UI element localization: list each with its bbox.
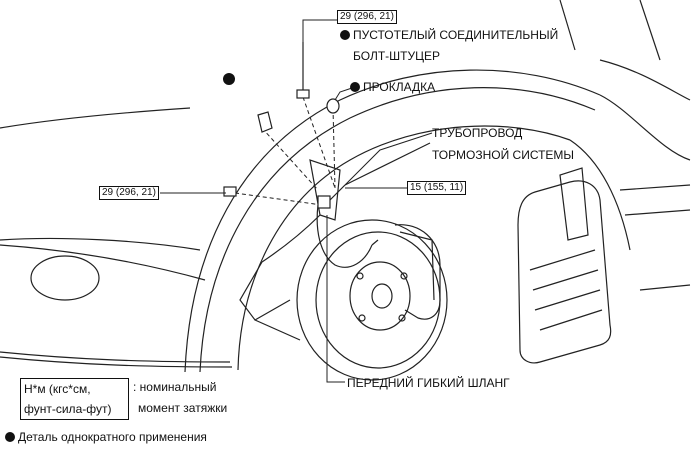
one-time-marker-icon	[340, 30, 350, 40]
legend-desc-line2: момент затяжки	[138, 401, 228, 415]
label-flex-hose: ПЕРЕДНИЙ ГИБКИЙ ШЛАНГ	[347, 376, 510, 390]
label-brake-line-1: ТРУБОПРОВОД	[432, 126, 523, 140]
legend-unit-line2: фунт-сила-фут)	[24, 402, 112, 416]
torque-side-bolt: 29 (296, 21)	[99, 186, 159, 200]
one-time-marker-icon	[350, 82, 360, 92]
legend-unit-line1: Н*м (кгс*см,	[24, 382, 91, 396]
one-time-marker-icon	[5, 432, 15, 442]
label-gasket: ПРОКЛАДКА	[350, 80, 435, 94]
torque-flare-nut: 15 (155, 11)	[407, 181, 467, 195]
label-union-bolt-line1: ПУСТОТЕЛЫЙ СОЕДИНИТЕЛЬНЫЙ	[353, 28, 559, 42]
label-union-bolt: ПУСТОТЕЛЫЙ СОЕДИНИТЕЛЬНЫЙ	[340, 28, 558, 42]
one-time-marker-clip	[223, 73, 235, 85]
label-union-bolt-line2: БОЛТ-ШТУЦЕР	[353, 49, 440, 63]
legend-unit-box: Н*м (кгс*см, фунт-сила-фут)	[20, 378, 129, 420]
legend-desc-line1: : номинальный	[133, 380, 217, 394]
label-gasket-text: ПРОКЛАДКА	[363, 80, 436, 94]
legend-one-time-text: Деталь однократного применения	[18, 430, 207, 444]
torque-union-bolt: 29 (296, 21)	[337, 10, 397, 24]
legend-one-time: Деталь однократного применения	[5, 430, 207, 444]
label-brake-line-2: ТОРМОЗНОЙ СИСТЕМЫ	[432, 148, 575, 162]
